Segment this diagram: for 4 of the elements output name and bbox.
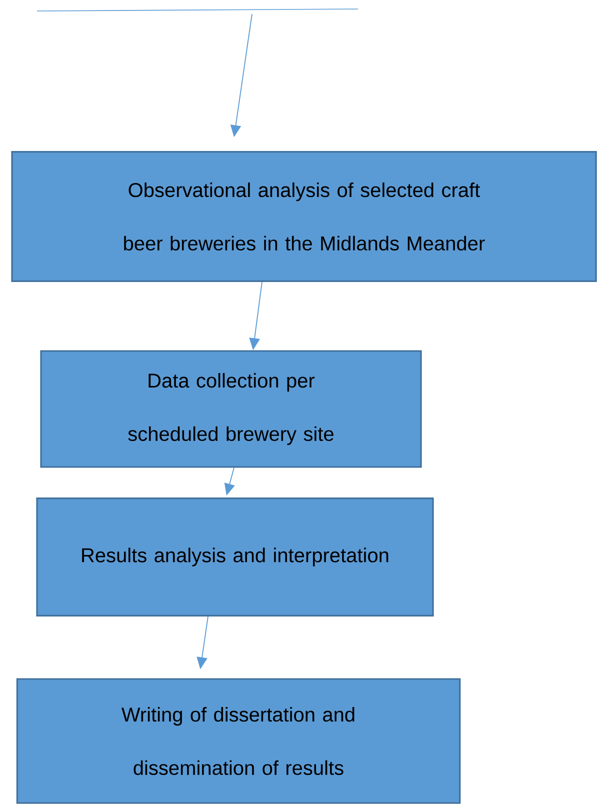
process-box: Data collection per scheduled brewery site — [40, 350, 422, 468]
process-box: Observational analysis of selected craft beer breweries in the Midlands Meander — [11, 151, 597, 282]
process-box: Results analysis and interpretation — [36, 498, 434, 616]
process-box: Writing of dissertation and dissemination of results — [16, 678, 461, 804]
